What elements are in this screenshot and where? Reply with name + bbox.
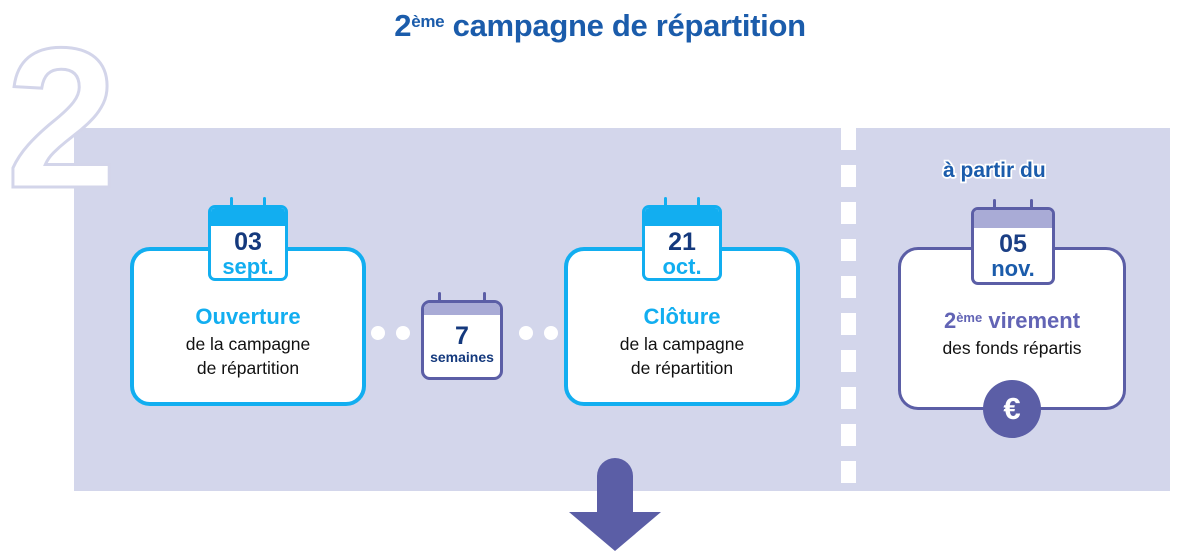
card-cloture-subtitle-line-1: de la campagne: [619, 334, 745, 354]
calendar-day-ouverture: 03: [234, 228, 262, 256]
calendar-frame: 21 oct.: [642, 205, 722, 281]
calendar-face: 7 semaines: [424, 315, 500, 366]
connector-dot: [371, 326, 385, 340]
card-virement-heading-prefix: 2: [943, 308, 957, 333]
calendar-header-strip: [211, 208, 285, 226]
calendar-day-virement: 05: [999, 230, 1027, 258]
card-ouverture-subtitle-line-1: de la campagne: [185, 334, 311, 354]
title-prefix: 2: [394, 8, 412, 43]
calendar-face: 05 nov.: [974, 228, 1052, 280]
card-ouverture-heading: Ouverture: [195, 304, 301, 329]
calendar-month-ouverture: sept.: [222, 254, 274, 279]
card-virement-heading-rest: virement: [982, 308, 1081, 333]
card-virement-heading: 2ème virement: [901, 304, 1123, 334]
calendar-frame: 7 semaines: [421, 300, 503, 380]
connector-dot: [544, 326, 558, 340]
calendar-face: 03 sept.: [211, 226, 285, 278]
card-cloture-subtitle-line-2: de répartition: [630, 358, 734, 378]
calendar-face: 21 oct.: [645, 226, 719, 278]
card-virement-subtitle-line-1: des fonds répartis: [942, 338, 1082, 358]
duration-unit: semaines: [430, 349, 494, 365]
page-title: 2ème campagne de répartition: [0, 8, 1200, 44]
calendar-header-strip: [974, 210, 1052, 228]
card-virement-heading-superscript: ème: [956, 310, 983, 325]
step-number: 2: [4, 7, 118, 230]
connector-dot: [519, 326, 533, 340]
duration-value: 7: [455, 322, 469, 350]
calendar-month-cloture: oct.: [662, 254, 702, 279]
caption-a-partir-du: à partir du: [941, 157, 1047, 184]
calendar-day-cloture: 21: [668, 228, 696, 256]
calendar-header-strip: [424, 303, 500, 315]
calendar-month-virement: nov.: [991, 256, 1035, 281]
calendar-header-strip: [645, 208, 719, 226]
arrow-down-icon: [569, 458, 661, 551]
calendar-frame: 05 nov.: [971, 207, 1055, 285]
card-cloture-heading: Clôture: [643, 304, 721, 329]
title-rest: campagne de répartition: [444, 8, 806, 43]
title-superscript: ème: [411, 12, 445, 31]
euro-icon: €: [983, 380, 1041, 438]
calendar-icon-cloture: 21 oct.: [642, 197, 722, 281]
calendar-icon-virement: 05 nov.: [971, 199, 1055, 285]
card-ouverture-subtitle-line-2: de répartition: [196, 358, 300, 378]
calendar-icon-duration: 7 semaines: [421, 292, 503, 380]
calendar-icon-ouverture: 03 sept.: [208, 197, 288, 281]
calendar-frame: 03 sept.: [208, 205, 288, 281]
dashed-divider-icon: [841, 128, 856, 491]
connector-dot: [396, 326, 410, 340]
